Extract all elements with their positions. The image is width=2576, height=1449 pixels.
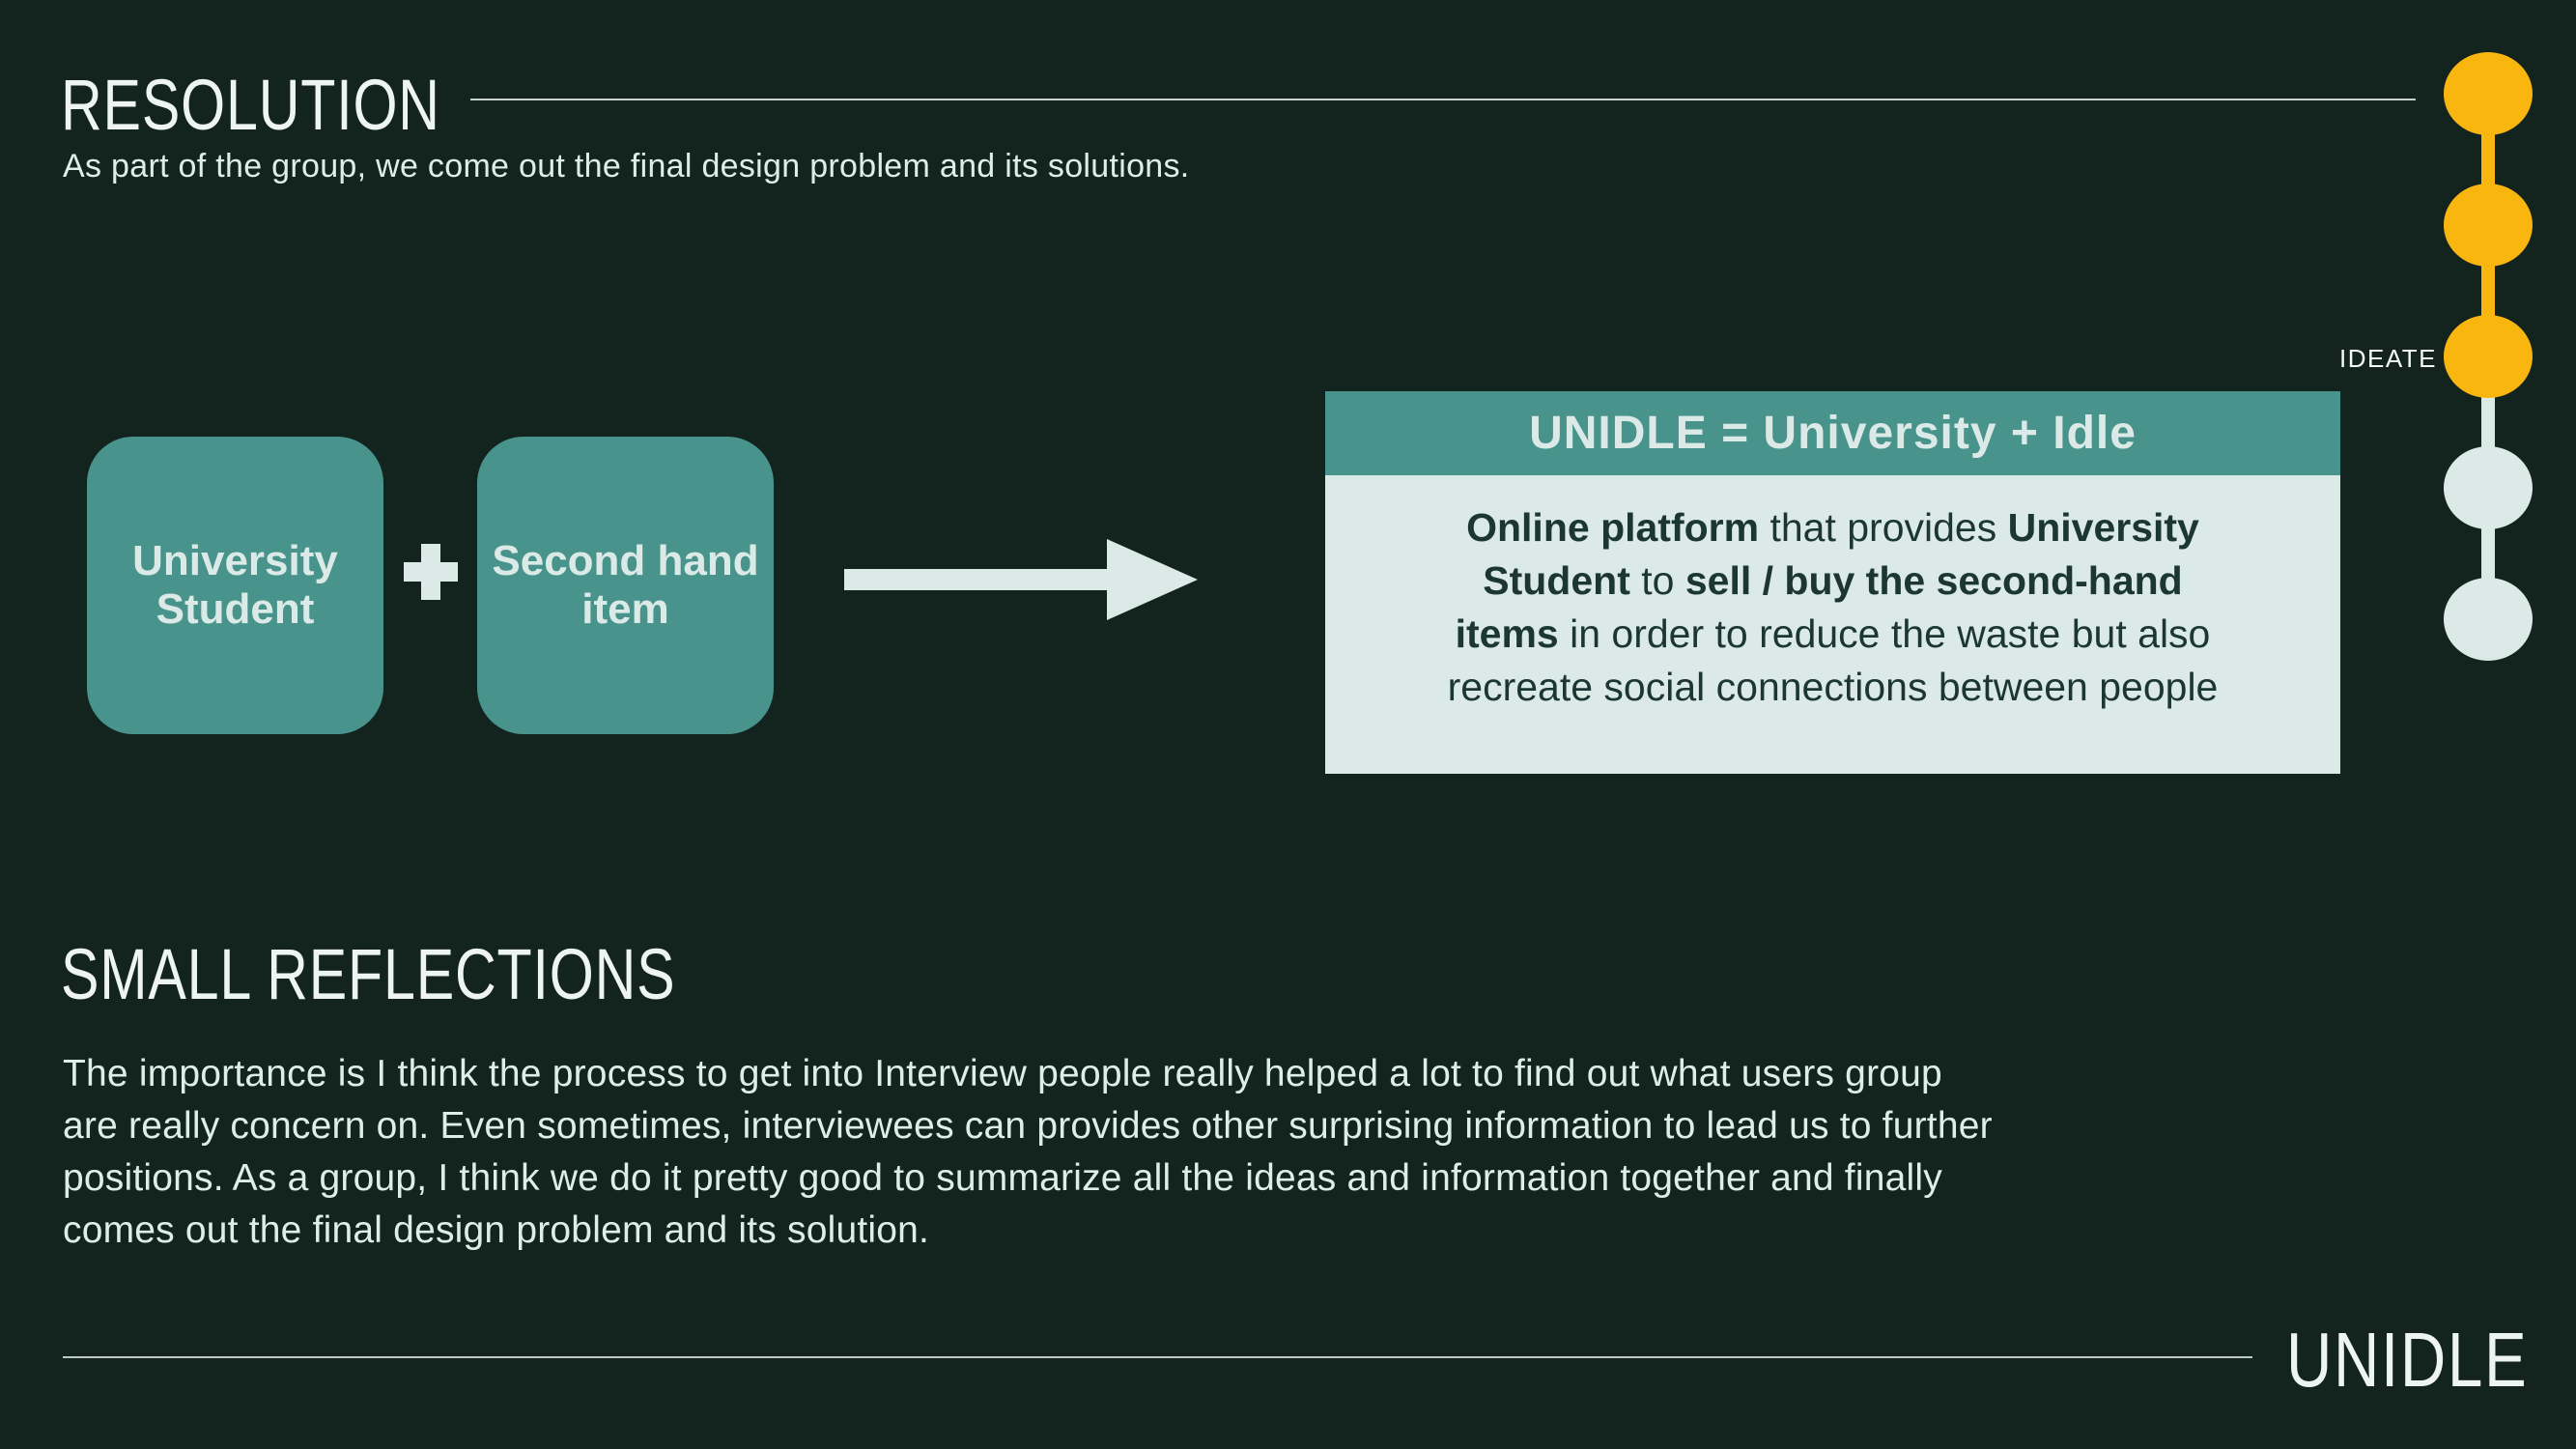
result-body-line: items in order to reduce the waste but a… bbox=[1455, 611, 2211, 656]
second-hand-item-box: Second hand item bbox=[477, 437, 774, 734]
plus-icon-horizontal-bar bbox=[404, 562, 458, 582]
second-hand-item-label: Second hand item bbox=[492, 537, 759, 633]
page-title: RESOLUTION bbox=[61, 70, 535, 141]
title-divider-line bbox=[470, 99, 2416, 100]
reflections-title-text: SMALL REFLECTIONS bbox=[61, 934, 676, 1014]
footer-logo-text: UNIDLE bbox=[2285, 1317, 2528, 1403]
reflections-title: SMALL REFLECTIONS bbox=[61, 939, 830, 1010]
university-student-box: University Student bbox=[87, 437, 383, 734]
university-student-label: University Student bbox=[132, 537, 338, 633]
timeline-node bbox=[2444, 52, 2533, 135]
timeline-node bbox=[2444, 315, 2533, 398]
footer-logo: UNIDLE bbox=[2233, 1321, 2528, 1399]
arrow-head bbox=[1107, 539, 1198, 620]
footer-divider-line bbox=[63, 1356, 2252, 1358]
unidle-result-header: UNIDLE = University + Idle bbox=[1325, 391, 2340, 475]
timeline-stage-label: IDEATE bbox=[2339, 344, 2437, 373]
reflections-paragraph: The importance is I think the process to… bbox=[63, 1053, 1993, 1251]
unidle-result-box: UNIDLE = University + Idle Online platfo… bbox=[1325, 391, 2340, 774]
timeline-node bbox=[2444, 184, 2533, 267]
result-body-line: recreate social connections between peop… bbox=[1447, 665, 2219, 709]
page-subtitle: As part of the group, we come out the fi… bbox=[63, 148, 1190, 185]
result-body-line: Online platform that provides University bbox=[1466, 505, 2199, 550]
result-body-line: Student to sell / buy the second-hand bbox=[1483, 558, 2183, 603]
unidle-result-body: Online platform that provides University… bbox=[1325, 475, 2340, 774]
arrow-shaft bbox=[844, 569, 1107, 590]
timeline-node bbox=[2444, 578, 2533, 661]
timeline-node bbox=[2444, 446, 2533, 529]
page-title-text: RESOLUTION bbox=[61, 65, 440, 145]
